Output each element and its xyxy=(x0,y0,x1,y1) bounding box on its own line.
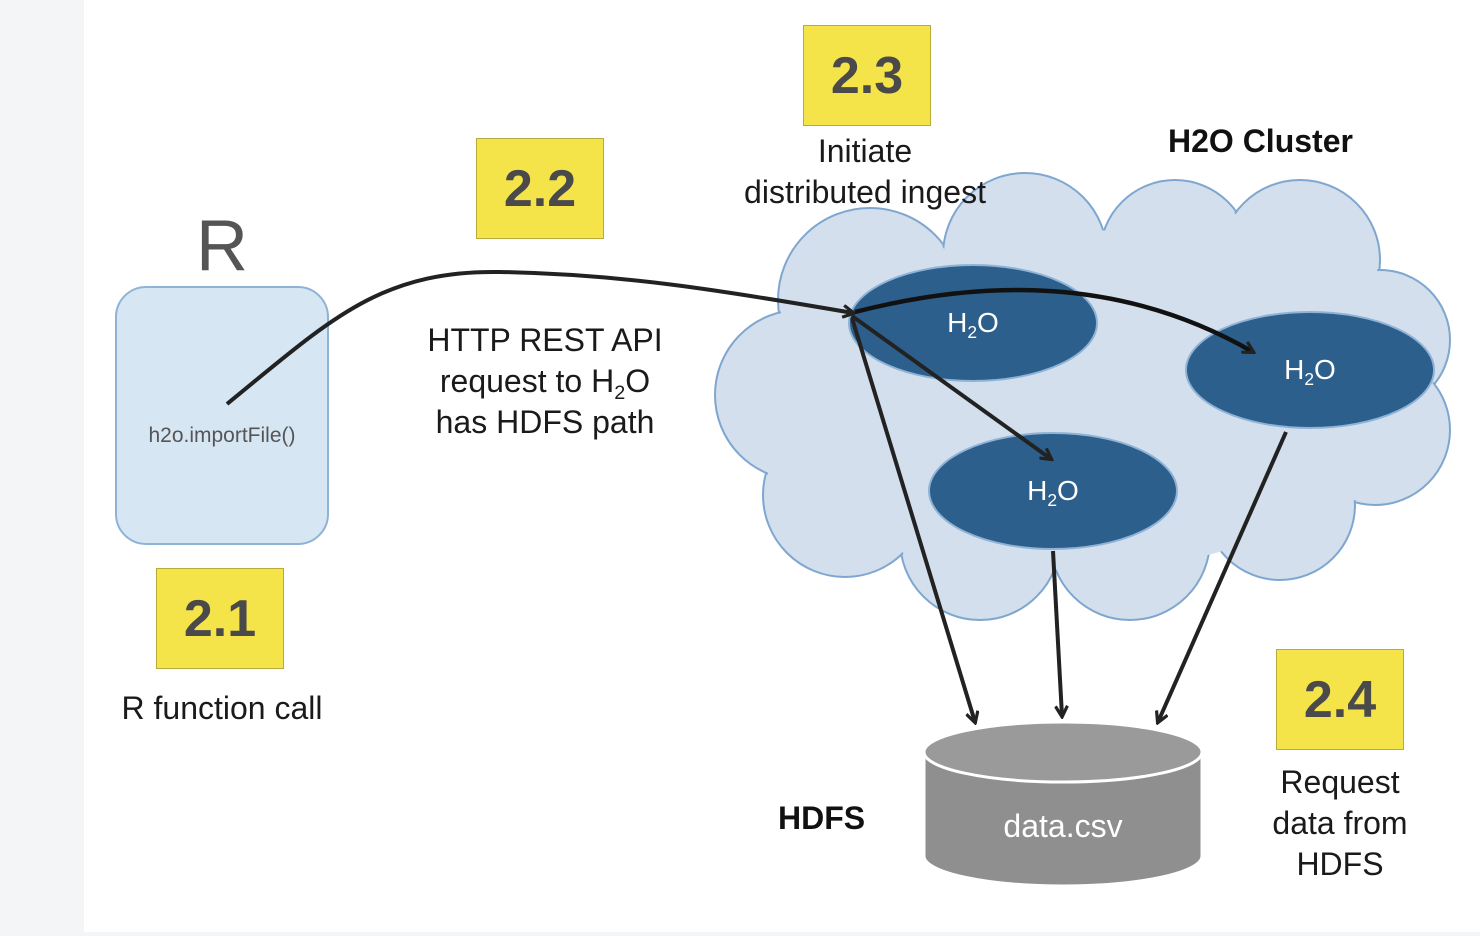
rest-request-arrow xyxy=(225,269,853,406)
ingest-arrow-node-3 xyxy=(850,314,1051,459)
initiate-ingest-caption: Initiate distributed ingest xyxy=(714,131,1016,213)
h2o-cluster-title: H2O Cluster xyxy=(1168,123,1353,159)
step-badge-2-2: 2.2 xyxy=(476,138,604,239)
function-call-label: h2o.importFile() xyxy=(148,424,296,447)
ingest-arrow-node-2 xyxy=(854,287,1253,352)
request-data-line-3: HDFS xyxy=(1296,846,1384,882)
r-client-title: R xyxy=(196,206,248,286)
r-function-call-caption: R function call xyxy=(121,690,323,726)
http-request-line-3: has HDFS path xyxy=(435,404,655,440)
http-request-line-1: HTTP REST API xyxy=(427,322,663,358)
h2o-node-1 xyxy=(848,264,1098,382)
read-arrow-node-1 xyxy=(850,317,975,722)
request-data-caption: Request data from HDFS xyxy=(1250,762,1430,885)
data-file-label: data.csv xyxy=(1003,808,1123,844)
step-badge-2-4: 2.4 xyxy=(1276,649,1404,750)
step-badge-2-3: 2.3 xyxy=(803,25,931,126)
request-data-line-1: Request xyxy=(1280,764,1400,800)
read-arrow-node-3 xyxy=(1051,550,1062,716)
http-request-line-2: request to H2O xyxy=(439,363,651,404)
request-data-line-2: data from xyxy=(1272,805,1408,841)
h2o-node-2-label: H2O xyxy=(1284,354,1336,390)
initiate-ingest-line-2: distributed ingest xyxy=(744,174,986,210)
read-arrow-node-2 xyxy=(1158,431,1288,722)
step-badge-2-1: 2.1 xyxy=(156,568,284,669)
http-request-caption: HTTP REST API request to H2O has HDFS pa… xyxy=(400,320,690,443)
h2o-node-3 xyxy=(928,432,1178,550)
r-client-box xyxy=(115,286,329,545)
hdfs-title: HDFS xyxy=(778,800,866,836)
h2o-node-3-label: H2O xyxy=(1027,475,1079,511)
h2o-node-1-label: H2O xyxy=(947,307,999,343)
initiate-ingest-line-1: Initiate xyxy=(817,133,913,169)
hdfs-cylinder xyxy=(922,720,1204,888)
